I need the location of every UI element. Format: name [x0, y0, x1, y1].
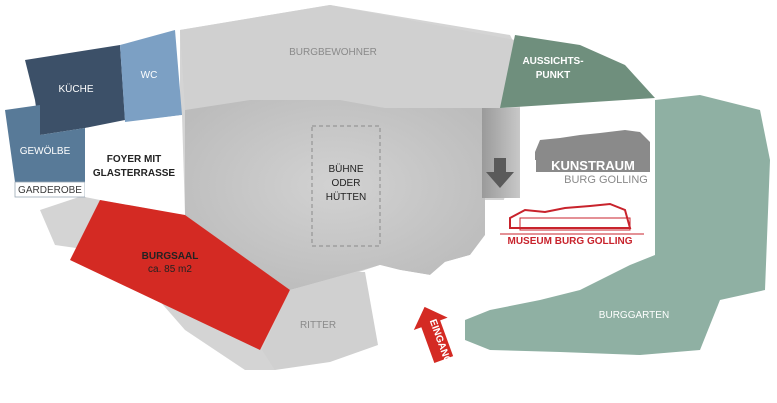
- room-gewoelbe[interactable]: [5, 105, 85, 182]
- label-burgsaal-size: ca. 85 m2: [148, 264, 192, 275]
- label-wc: WC: [141, 70, 158, 81]
- logo-museum-text: MUSEUM BURG GOLLING: [508, 236, 633, 247]
- label-buehne-line1: BÜHNE: [328, 163, 363, 175]
- arrow-down-icon: [486, 158, 514, 188]
- label-aussichtspunkt-line2: PUNKT: [536, 70, 570, 81]
- room-aussichtspunkt[interactable]: [500, 35, 655, 108]
- label-ritter: RITTER: [300, 320, 336, 331]
- label-aussichtspunkt-line1: AUSSICHTS-: [522, 56, 583, 67]
- label-buehne-line3: HÜTTEN: [326, 191, 367, 203]
- room-wc[interactable]: [120, 30, 182, 122]
- logo-burg-golling-text: BURG GOLLING: [564, 174, 648, 186]
- room-ritter[interactable]: [262, 272, 378, 370]
- label-foyer-line2: GLASTERRASSE: [93, 168, 176, 179]
- label-burgsaal: BURGSAAL: [142, 251, 199, 262]
- room-courtyard-center[interactable]: [185, 100, 485, 290]
- room-kueche[interactable]: [25, 45, 125, 135]
- label-buehne-line2: ODER: [332, 178, 361, 189]
- kunstraum-logo: KUNSTRAUM BURG GOLLING: [535, 130, 650, 186]
- room-burgbewohner[interactable]: [180, 5, 515, 110]
- label-gewoelbe: GEWÖLBE: [20, 145, 71, 157]
- room-burggarten[interactable]: [465, 95, 770, 355]
- stage-outline: [311, 125, 381, 247]
- room-burgsaal[interactable]: [70, 200, 290, 350]
- museum-logo: MUSEUM BURG GOLLING: [500, 202, 644, 247]
- label-foyer-line1: FOYER MIT: [107, 154, 161, 165]
- label-burgbewohner: BURGBEWOHNER: [289, 47, 377, 58]
- label-kueche: KÜCHE: [58, 83, 93, 95]
- logo-kunstraum-text: KUNSTRAUM: [551, 158, 635, 173]
- label-garderobe: GARDEROBE: [18, 185, 82, 196]
- room-foyer[interactable]: [85, 115, 185, 215]
- label-burggarten: BURGGARTEN: [599, 310, 669, 321]
